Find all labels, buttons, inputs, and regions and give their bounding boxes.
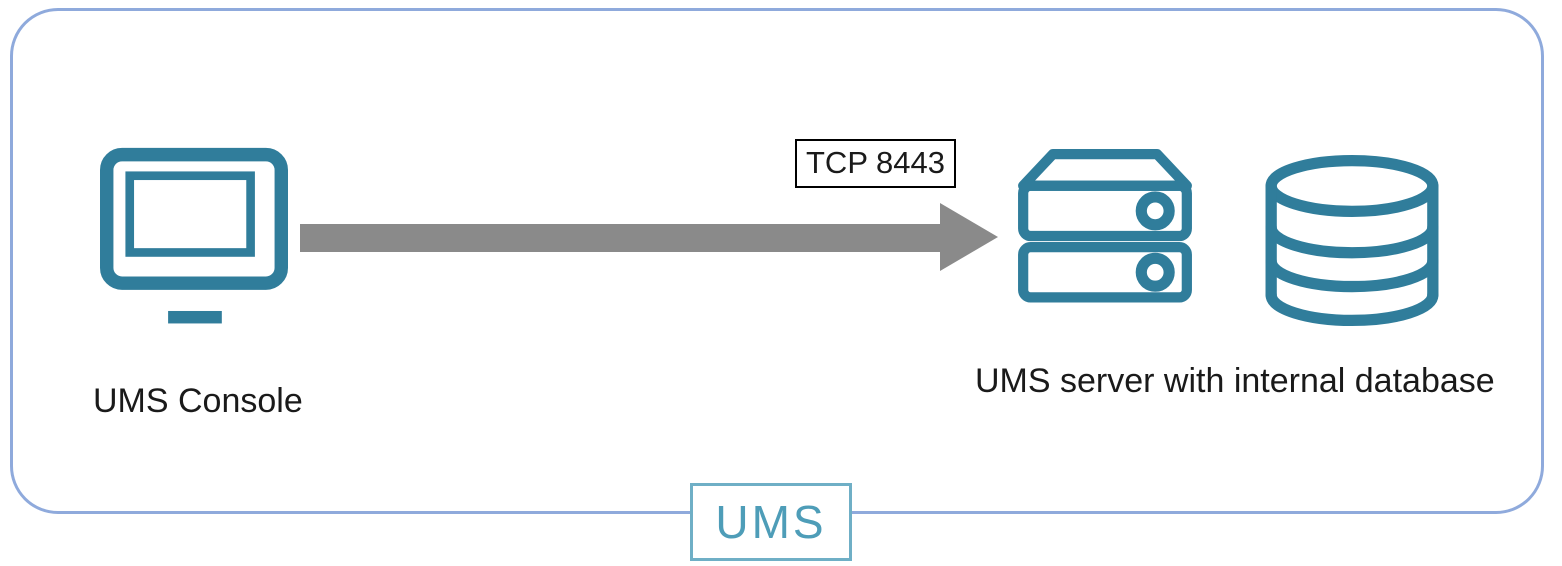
console-label: UMS Console	[93, 382, 303, 420]
connection-arrow	[300, 203, 998, 271]
database-icon	[1265, 154, 1439, 327]
port-label: TCP 8443	[795, 139, 957, 189]
monitor-icon	[100, 147, 288, 324]
server-label: UMS server with internal database	[975, 362, 1495, 400]
ums-badge-label: UMS	[715, 496, 827, 548]
server-icon	[1018, 149, 1192, 303]
ums-badge: UMS	[690, 483, 852, 561]
